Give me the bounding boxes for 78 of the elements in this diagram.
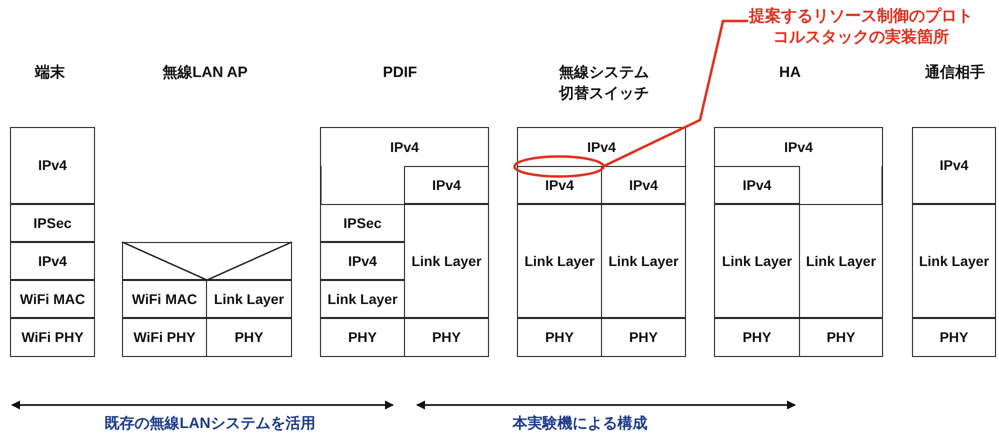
layer-name: Link Layer bbox=[918, 252, 990, 268]
protocol-layer-cell bbox=[912, 204, 996, 318]
range-label: 既存の無線LANシステムを活用 bbox=[104, 414, 316, 434]
layer-name: PHY bbox=[940, 329, 968, 345]
layer-name: IPv4 bbox=[545, 176, 574, 192]
layer-name: IPSec bbox=[33, 214, 72, 230]
protocol-layer-cell bbox=[10, 204, 95, 242]
layer-name: WiFi PHY bbox=[21, 329, 84, 345]
layer-name: IPv4 bbox=[742, 176, 772, 192]
protocol-layer-cell bbox=[320, 242, 405, 280]
layer-name: Link Layer bbox=[608, 252, 679, 268]
protocol-layer-cell bbox=[912, 318, 996, 357]
protocol-layer-cell bbox=[206, 280, 292, 318]
layer-name: WiFi MAC bbox=[20, 290, 86, 306]
protocol-layer-cell bbox=[714, 318, 800, 357]
protocol-layer-cell bbox=[206, 318, 292, 357]
protocol-layer-cell bbox=[799, 204, 883, 318]
protocol-layer-cell bbox=[601, 166, 686, 204]
protocol-layer-cell bbox=[404, 318, 489, 357]
layer-name: IPv4 bbox=[38, 157, 67, 173]
protocol-layer-cell bbox=[517, 204, 602, 318]
stack-heading: 無線システム切替スイッチ bbox=[558, 63, 650, 104]
protocol-layer-cell bbox=[601, 204, 686, 318]
layer-name: IPv4 bbox=[940, 157, 968, 173]
layer-name: PHY bbox=[545, 329, 574, 345]
protocol-layer-cell bbox=[320, 204, 405, 242]
layer-name: PHY bbox=[234, 329, 264, 345]
stack-heading: 端末 bbox=[34, 63, 66, 83]
layer-name: Link Layer bbox=[722, 252, 792, 268]
layer-name: IPv4 bbox=[587, 138, 616, 154]
protocol-layer-cell bbox=[714, 127, 883, 167]
layer-name: IPv4 bbox=[390, 138, 419, 154]
protocol-layer-cell bbox=[10, 242, 95, 280]
protocol-layer-cell bbox=[714, 204, 800, 318]
highlight-ellipse bbox=[513, 155, 605, 178]
protocol-layer-cell bbox=[122, 318, 207, 357]
layer-name: IPv4 bbox=[432, 176, 461, 192]
protocol-layer-cell bbox=[517, 127, 686, 167]
protocol-layer-cell bbox=[122, 280, 207, 318]
stack-heading: 通信相手 bbox=[924, 63, 986, 83]
layer-name: PHY bbox=[742, 329, 772, 345]
leader-line bbox=[602, 20, 748, 168]
layer-name: IPv4 bbox=[348, 252, 377, 268]
stack-heading: PDIF bbox=[382, 63, 418, 83]
protocol-layer-cell bbox=[601, 318, 686, 357]
protocol-layer-cell bbox=[10, 280, 95, 318]
protocol-layer-cell bbox=[912, 127, 996, 204]
stack-heading: HA bbox=[778, 63, 802, 83]
layer-name: PHY bbox=[826, 329, 856, 345]
protocol-layer-cell bbox=[320, 280, 405, 318]
empty-layer-cell bbox=[122, 242, 292, 280]
protocol-layer-cell bbox=[320, 127, 489, 167]
protocol-layer-cell bbox=[320, 318, 405, 357]
layer-name: IPv4 bbox=[784, 138, 813, 154]
callout-text: 提案するリソース制御のプロトコルスタックの実装箇所 bbox=[748, 6, 974, 48]
range-label: 本実験機による構成 bbox=[511, 414, 648, 434]
layer-name: Link Layer bbox=[524, 252, 595, 268]
layer-name: IPSec bbox=[343, 214, 382, 230]
layer-name: Link Layer bbox=[411, 252, 482, 268]
stack-heading: 無線LAN AP bbox=[161, 63, 249, 83]
layer-name: PHY bbox=[629, 329, 658, 345]
protocol-layer-cell bbox=[10, 127, 95, 204]
layer-name: IPv4 bbox=[629, 176, 658, 192]
protocol-layer-cell bbox=[799, 318, 883, 357]
protocol-layer-cell bbox=[517, 318, 602, 357]
protocol-layer-cell bbox=[517, 166, 602, 204]
layer-name: IPv4 bbox=[38, 252, 67, 268]
layer-name: Link Layer bbox=[214, 290, 284, 306]
protocol-layer-cell bbox=[10, 318, 95, 357]
layer-name: PHY bbox=[348, 329, 377, 345]
layer-name: Link Layer bbox=[806, 252, 876, 268]
layer-name: WiFi MAC bbox=[132, 290, 198, 306]
layer-name: Link Layer bbox=[327, 290, 398, 306]
protocol-layer-cell bbox=[714, 166, 800, 204]
layer-name: WiFi PHY bbox=[133, 329, 196, 345]
layer-name: PHY bbox=[432, 329, 461, 345]
protocol-layer-cell bbox=[404, 204, 489, 318]
protocol-layer-cell bbox=[404, 166, 489, 204]
